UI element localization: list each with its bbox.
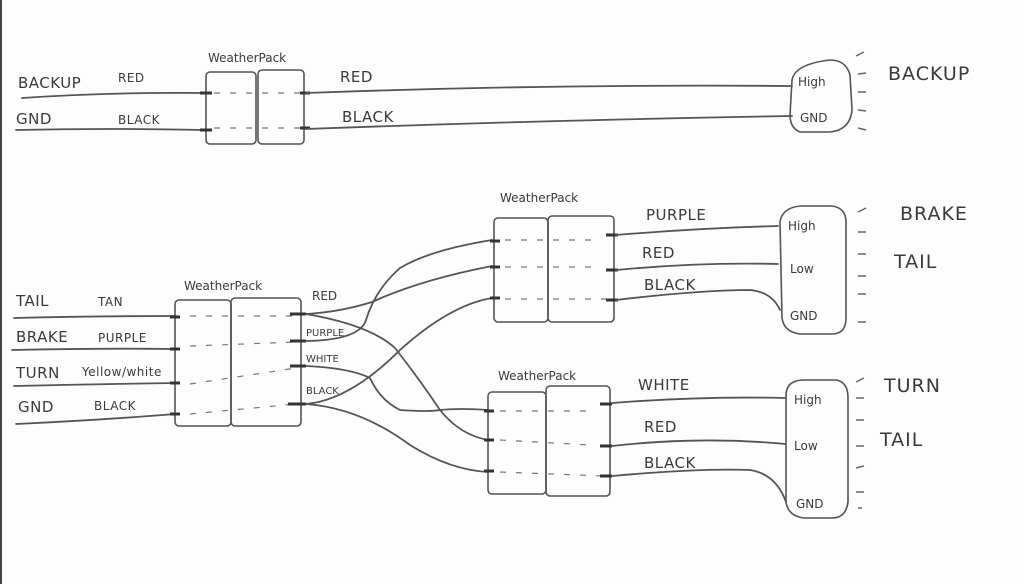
turn-pin-3	[499, 471, 605, 477]
backup-signal-label: BACKUP	[18, 74, 81, 92]
black-to-brake-gnd	[305, 297, 493, 405]
turn-lamp-circuit: WeatherPack WHITE RED BLACK High Low GND	[484, 369, 941, 519]
brake-lamp	[779, 205, 847, 335]
main-out-wire-label-purple: PURPLE	[306, 328, 344, 339]
brake-lamp-circuit: WeatherPack PURPLE RED BLACK High Low GN…	[490, 191, 968, 335]
main-out-wire-label-black: BLACK	[306, 386, 339, 397]
brake-connector-plug	[493, 217, 549, 323]
turn-light-rays	[855, 377, 865, 509]
backup-input-wire-black	[15, 128, 206, 131]
tail-signal-label: TAIL	[15, 292, 49, 310]
white-to-turn-high	[305, 365, 489, 412]
backup-out-wire-label-red: RED	[340, 68, 373, 86]
backup-out-wire-label-black: BLACK	[342, 108, 394, 126]
backup-connector-plug	[205, 71, 257, 145]
turn-lamp-label-turn: TURN	[883, 375, 941, 397]
brake-wire-label-purple: PURPLE	[646, 206, 706, 224]
main-out-wire-label-white: WHITE	[306, 354, 339, 365]
turn-lamp-terminal-high: High	[794, 393, 822, 407]
backup-output-wire-red	[305, 84, 793, 94]
main-connector-plug	[174, 299, 232, 427]
brake-input-wire	[11, 347, 177, 351]
turn-wire-label-white: WHITE	[638, 376, 690, 394]
red-to-turn-low	[305, 313, 489, 441]
turn-lamp	[785, 379, 849, 519]
turn-wire-label: Yellow/white	[81, 365, 162, 379]
brake-connector-socket	[547, 215, 615, 323]
main-circuit: TAIL TAN BRAKE PURPLE TURN Yellow/white …	[11, 239, 493, 473]
backup-lamp-label: BACKUP	[888, 63, 970, 85]
backup-connector-socket	[257, 69, 305, 145]
brake-light-rays	[857, 207, 867, 323]
main-connector-label: WeatherPack	[184, 279, 262, 293]
turn-wire-black	[611, 468, 787, 503]
backup-wire-label: RED	[118, 71, 145, 85]
brake-lamp-label-tail: TAIL	[893, 251, 937, 273]
turn-pin-2	[499, 439, 591, 446]
backup-input-wire-red	[21, 91, 206, 99]
brake-wire-red	[615, 262, 779, 271]
backup-lamp	[789, 59, 853, 133]
turn-wire-label-black: BLACK	[644, 454, 696, 472]
red-to-brake-low	[305, 265, 493, 315]
backup-lamp-terminal-gnd: GND	[800, 111, 828, 125]
backup-circuit: BACKUP RED GND BLACK WeatherPack RED BLA…	[15, 51, 970, 145]
backup-lamp-terminal-high: High	[798, 75, 826, 89]
turn-connector-plug	[487, 391, 547, 495]
turn-input-wire	[13, 382, 177, 387]
brake-wire-purple	[615, 225, 779, 236]
main-pin-3	[189, 367, 297, 385]
backup-output-wire-black	[305, 115, 793, 130]
brake-lamp-terminal-high: High	[788, 219, 816, 233]
brake-wire-label-red: RED	[642, 244, 675, 262]
brake-lamp-terminal-gnd: GND	[790, 309, 818, 323]
turn-connector-socket	[545, 385, 611, 497]
turn-wire-red	[611, 439, 787, 447]
turn-wire-white	[611, 396, 787, 404]
page-left-edge	[0, 0, 2, 584]
tail-input-wire	[13, 315, 177, 319]
gnd-signal-label: GND	[18, 398, 54, 416]
black-to-turn-gnd	[305, 403, 489, 473]
brake-wire-label-black: BLACK	[644, 276, 696, 294]
main-out-wire-label-red: RED	[312, 289, 337, 303]
brake-signal-label: BRAKE	[16, 328, 68, 346]
tail-wire-label: TAN	[97, 295, 123, 309]
turn-connector-label: WeatherPack	[498, 369, 576, 383]
brake-lamp-terminal-low: Low	[790, 262, 814, 276]
backup-gnd-wire-label: BLACK	[118, 113, 161, 127]
turn-wire-label-red: RED	[644, 418, 677, 436]
brake-connector-label: WeatherPack	[500, 191, 578, 205]
main-connector-socket	[230, 297, 302, 427]
brake-wire-black	[615, 289, 781, 311]
turn-lamp-terminal-low: Low	[794, 439, 818, 453]
gnd-wire-label: BLACK	[94, 399, 137, 413]
main-pin-4	[189, 403, 297, 415]
turn-signal-label: TURN	[15, 364, 60, 382]
backup-gnd-signal-label: GND	[16, 110, 52, 128]
turn-lamp-label-tail: TAIL	[879, 429, 923, 451]
gnd-input-wire	[15, 413, 177, 425]
brake-wire-label: PURPLE	[98, 331, 147, 345]
purple-to-brake-high	[305, 239, 493, 342]
backup-light-rays	[855, 51, 867, 131]
main-pin-2	[189, 341, 297, 347]
turn-lamp-terminal-gnd: GND	[796, 497, 824, 511]
brake-lamp-label-brake: BRAKE	[900, 203, 968, 225]
backup-connector-label: WeatherPack	[208, 51, 286, 65]
